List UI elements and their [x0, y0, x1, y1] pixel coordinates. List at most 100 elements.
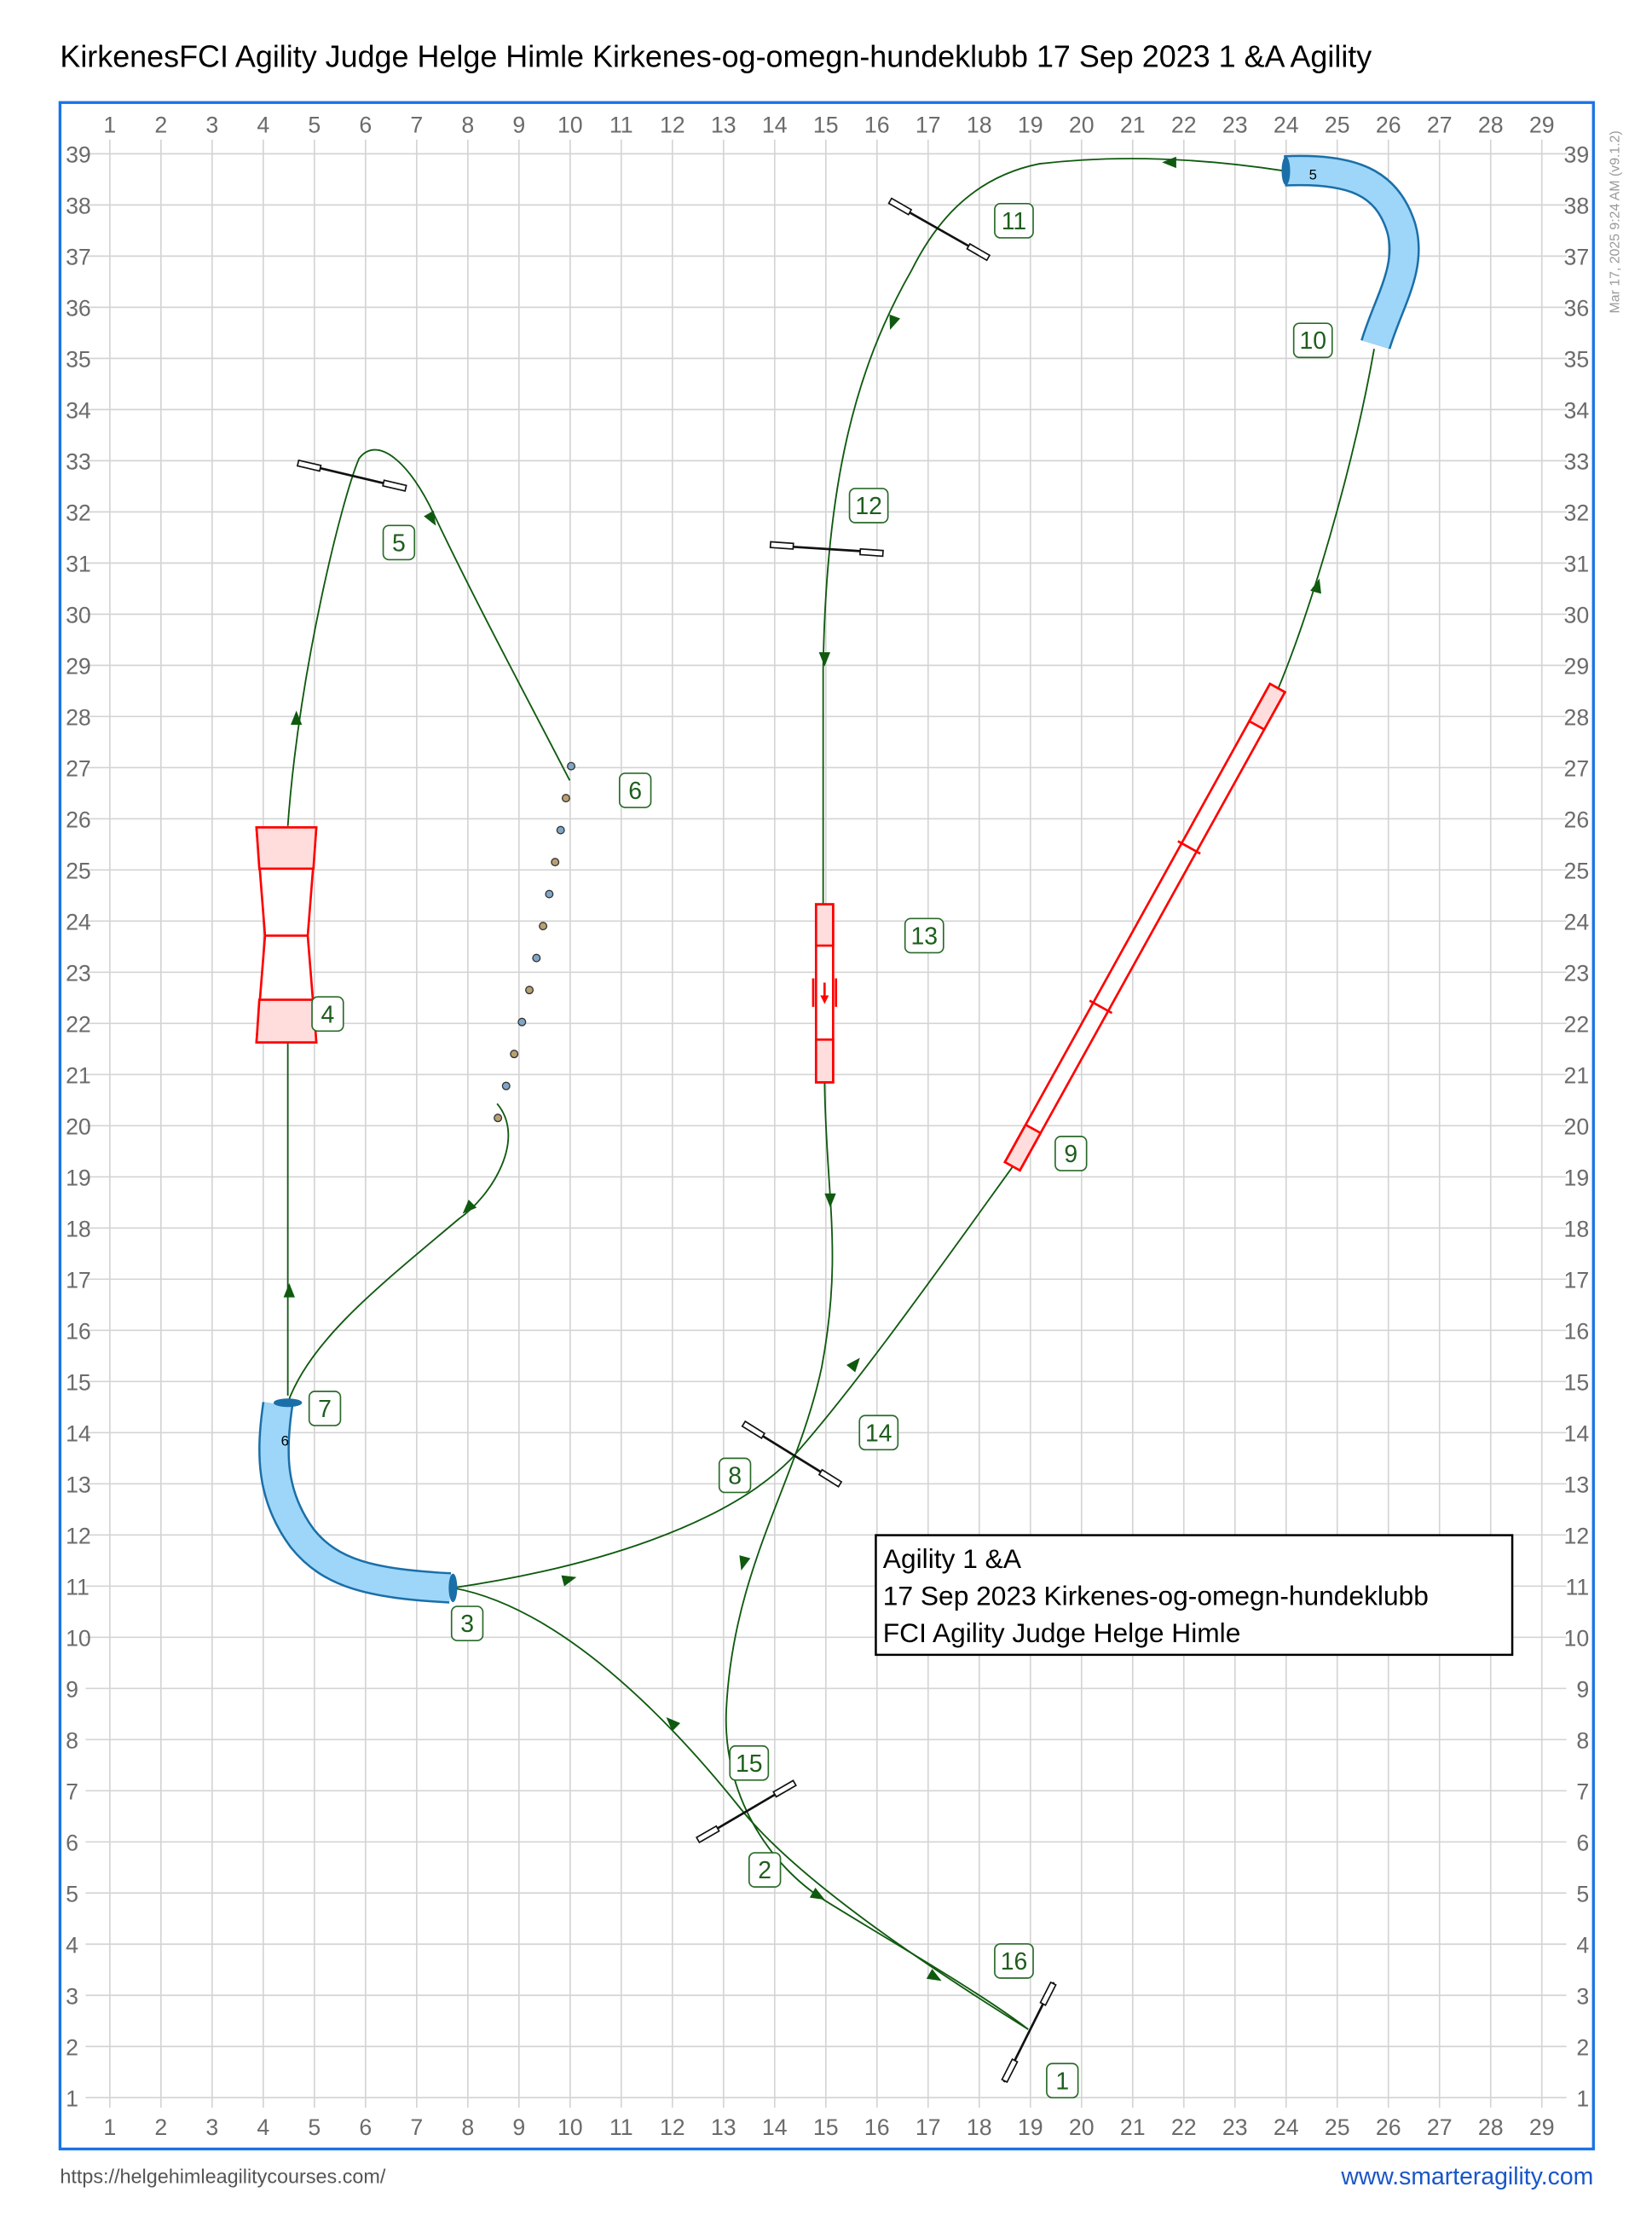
weave-pole	[556, 825, 565, 835]
y-tick-label: 5	[1576, 1881, 1589, 1906]
y-tick-label: 7	[1576, 1779, 1589, 1804]
x-tick-label: 1	[103, 112, 116, 137]
y-tick-label: 19	[66, 1165, 91, 1190]
y-tick-label: 38	[1564, 193, 1590, 218]
obstacle-number-2: 2	[748, 1852, 782, 1888]
weave-pole	[525, 986, 534, 995]
x-tick-label: 14	[762, 2114, 788, 2140]
arrow-icon	[462, 1199, 477, 1214]
weave-pole	[551, 858, 560, 867]
jump-2-15	[695, 1779, 797, 1844]
arrow-icon	[739, 1555, 751, 1571]
x-tick-label: 4	[257, 2114, 269, 2140]
y-tick-label: 32	[66, 500, 91, 525]
obstacle-9	[1003, 682, 1287, 1172]
x-tick-label: 27	[1427, 112, 1453, 137]
x-tick-label: 5	[308, 112, 321, 137]
arrow-icon	[283, 1282, 295, 1298]
direction-arrows	[283, 156, 1321, 1981]
footer-url[interactable]: https://helgehimleagilitycourses.com/	[60, 2166, 385, 2188]
x-tick-label: 2	[154, 2114, 167, 2140]
x-tick-label: 26	[1376, 2114, 1401, 2140]
x-tick-label: 8	[461, 2114, 474, 2140]
jump-8	[741, 1420, 843, 1488]
obstacle-number-8: 8	[718, 1457, 752, 1494]
x-tick-label: 13	[711, 2114, 736, 2140]
obstacle-number-5: 5	[382, 524, 416, 561]
obstacle-number-13: 13	[904, 917, 944, 954]
y-tick-label: 14	[1564, 1420, 1590, 1446]
x-tick-label: 9	[512, 2114, 525, 2140]
obstacle-number-7: 7	[308, 1391, 342, 1426]
obstacle-13	[812, 903, 838, 1084]
footer-brand[interactable]: www.smarteragility.com	[1340, 2163, 1593, 2190]
y-tick-label: 35	[66, 346, 91, 372]
x-tick-label: 23	[1222, 112, 1248, 137]
y-tick-label: 34	[1564, 397, 1590, 423]
obstacle-number-11: 11	[994, 203, 1034, 239]
y-tick-label: 11	[66, 1574, 90, 1600]
y-tick-label: 32	[1564, 500, 1590, 525]
arrow-icon	[666, 1716, 681, 1732]
y-tick-label: 21	[66, 1062, 91, 1088]
obstacle-number-text: 14	[865, 1420, 892, 1447]
y-tick-label: 15	[66, 1369, 91, 1395]
y-tick-label: 7	[66, 1779, 78, 1804]
x-tick-label: 16	[864, 2114, 890, 2140]
weave-pole	[501, 1081, 511, 1090]
x-tick-label: 11	[609, 2114, 633, 2140]
jump-5	[296, 459, 407, 492]
obstacle-number-text: 8	[728, 1462, 742, 1490]
y-tick-label: 31	[66, 551, 91, 576]
info-box: Agility 1 &A 17 Sep 2023 Kirkenes-og-ome…	[875, 1534, 1514, 1657]
y-tick-label: 12	[1564, 1523, 1590, 1548]
x-tick-label: 13	[711, 112, 736, 137]
y-tick-label: 16	[66, 1318, 91, 1344]
obstacle-number-text: 15	[736, 1750, 763, 1778]
obstacle-number-12: 12	[848, 488, 889, 524]
x-tick-label: 25	[1325, 2114, 1350, 2140]
weave-pole	[510, 1050, 519, 1059]
y-tick-label: 39	[66, 142, 91, 167]
obstacle-number-text: 4	[321, 1001, 335, 1028]
y-tick-label: 17	[66, 1267, 91, 1293]
arrow-icon	[926, 1969, 942, 1981]
axis-labels: 1122334455667788991010111112121313141415…	[66, 112, 1589, 2139]
tunnel-label: 5	[1309, 166, 1317, 182]
x-tick-label: 8	[461, 112, 474, 137]
x-tick-label: 10	[557, 2114, 583, 2140]
x-tick-label: 21	[1120, 112, 1146, 137]
x-tick-label: 19	[1018, 2114, 1043, 2140]
obstacle-number-14: 14	[858, 1414, 899, 1451]
x-tick-label: 9	[512, 112, 525, 137]
y-tick-label: 33	[66, 448, 91, 474]
y-tick-label: 24	[66, 909, 91, 934]
x-tick-label: 29	[1529, 2114, 1555, 2140]
x-tick-label: 19	[1018, 112, 1043, 137]
x-tick-label: 17	[916, 112, 941, 137]
y-tick-label: 37	[1564, 244, 1590, 269]
arrow-icon	[889, 314, 901, 330]
obstacle-4	[255, 826, 318, 1044]
obstacle-number-text: 7	[318, 1396, 332, 1423]
field-border	[58, 101, 1595, 2151]
y-tick-label: 3	[66, 1983, 78, 2009]
y-tick-label: 21	[1564, 1062, 1590, 1088]
obstacle-number-text: 3	[460, 1611, 474, 1638]
y-tick-label: 3	[1576, 1983, 1589, 2009]
y-tick-label: 28	[66, 704, 91, 730]
y-tick-label: 33	[1564, 448, 1590, 474]
obstacle-number-10: 10	[1292, 322, 1333, 359]
arrow-icon	[561, 1575, 577, 1587]
weave-pole	[567, 761, 576, 771]
arrow-icon	[846, 1357, 860, 1373]
y-tick-label: 29	[66, 653, 91, 679]
y-tick-label: 8	[66, 1727, 78, 1753]
y-tick-label: 10	[66, 1625, 91, 1651]
x-tick-label: 27	[1427, 2114, 1453, 2140]
obstacle-number-text: 16	[1001, 1948, 1028, 1976]
y-tick-label: 22	[66, 1011, 91, 1037]
obstacle-number-text: 1	[1055, 2068, 1069, 2095]
y-tick-label: 2	[1576, 2034, 1589, 2060]
